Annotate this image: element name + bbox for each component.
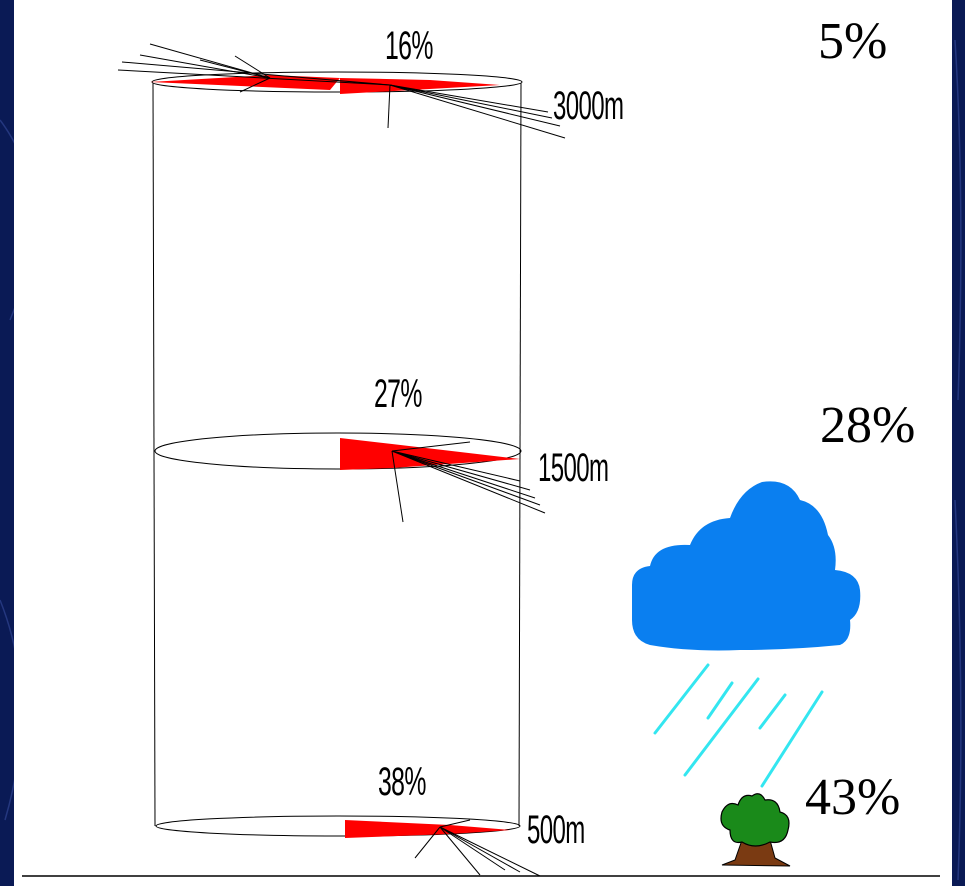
side-percent-top: 5% (818, 13, 888, 70)
level-3000m-altitude: 3000m (553, 84, 624, 128)
side-percent-middle: 28% (820, 397, 916, 454)
tree-icon (720, 793, 791, 867)
level-1500m-percent: 27% (374, 372, 422, 416)
wind-rose-500m (155, 815, 541, 877)
level-500m-percent: 38% (378, 760, 426, 804)
cloud-icon (632, 481, 861, 651)
wind-rose-1500m (154, 432, 546, 523)
cylinder-right-wall (518, 82, 522, 827)
wind-rose-3000m (117, 43, 566, 139)
side-percent-bottom: 43% (805, 769, 901, 826)
level-500m-altitude: 500m (527, 808, 585, 852)
cylinder-left-wall (152, 82, 156, 827)
level-3000m-percent: 16% (385, 24, 433, 68)
diagram-panel (14, 0, 952, 886)
rain-icon (653, 663, 824, 788)
level-1500m-altitude: 1500m (538, 446, 609, 490)
